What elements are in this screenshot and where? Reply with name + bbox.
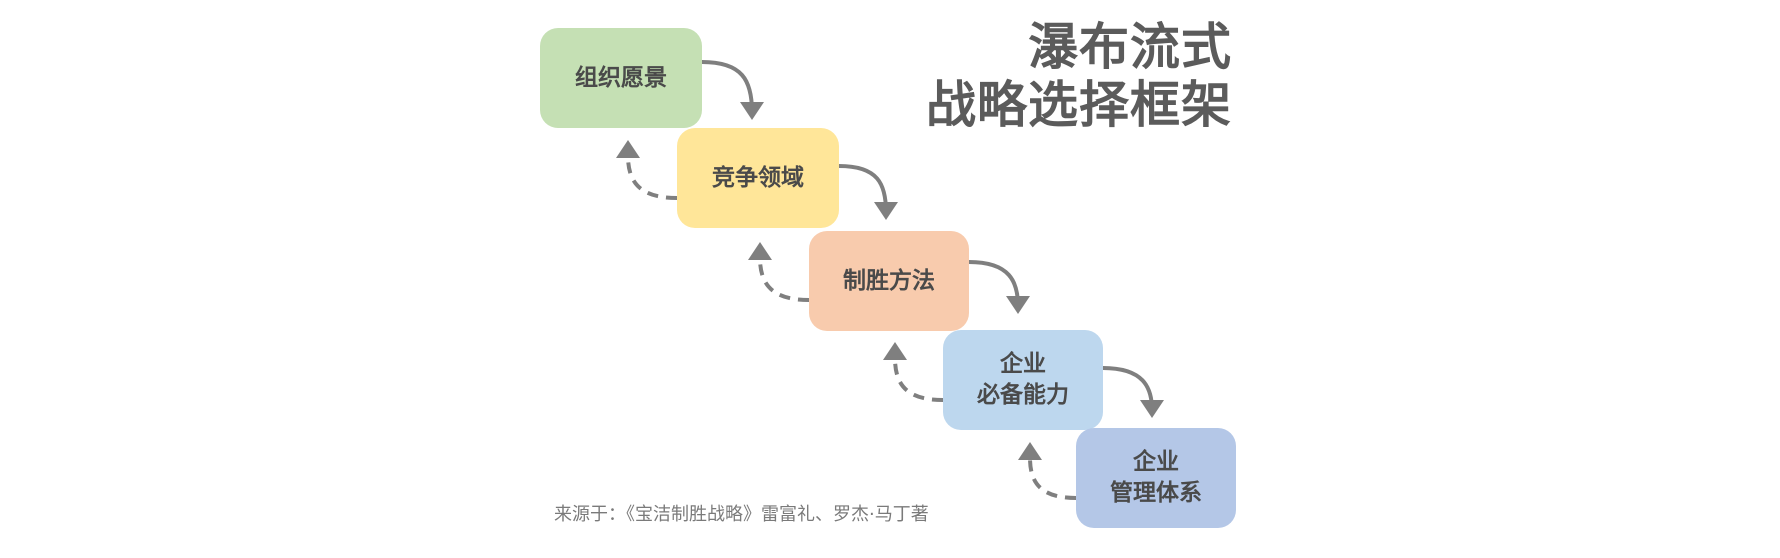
step-label-line-2: 管理体系 (1110, 480, 1202, 506)
step-box-5: 企业 管理体系 (1076, 428, 1236, 528)
forward-arrowhead-2 (874, 202, 898, 220)
feedback-arrowhead-3 (883, 342, 907, 360)
step-label-line-1: 企业 (1133, 449, 1179, 475)
step-box-3: 制胜方法 (809, 231, 969, 331)
forward-arrowhead-4 (1140, 400, 1164, 418)
feedback-arrow-1 (626, 155, 678, 200)
feedback-arrow-2 (758, 257, 810, 302)
source-caption: 来源于：《宝洁制胜战略》雷富礼、罗杰·马丁著 (554, 504, 929, 525)
feedback-arrow-4 (1028, 457, 1077, 500)
step-label-line-2: 必备能力 (977, 382, 1069, 408)
forward-arrowhead-1 (740, 102, 764, 120)
title-line-1: 瀑布流式 (1028, 18, 1232, 76)
step-label-line-1: 企业 (1000, 351, 1046, 377)
step-box-2: 竞争领域 (677, 128, 839, 228)
step-label: 组织愿景 (575, 64, 667, 91)
feedback-arrowhead-2 (748, 242, 772, 260)
feedback-arrow-3 (893, 357, 944, 402)
step-label: 竞争领域 (712, 164, 804, 191)
feedback-arrowhead-4 (1018, 442, 1042, 460)
step-box-4: 企业 必备能力 (943, 330, 1103, 430)
title-line-2: 战略选择框架 (926, 76, 1232, 134)
forward-arrowhead-3 (1006, 296, 1030, 314)
step-label: 制胜方法 (843, 267, 935, 294)
feedback-arrowhead-1 (616, 140, 640, 158)
step-box-1: 组织愿景 (540, 28, 702, 128)
